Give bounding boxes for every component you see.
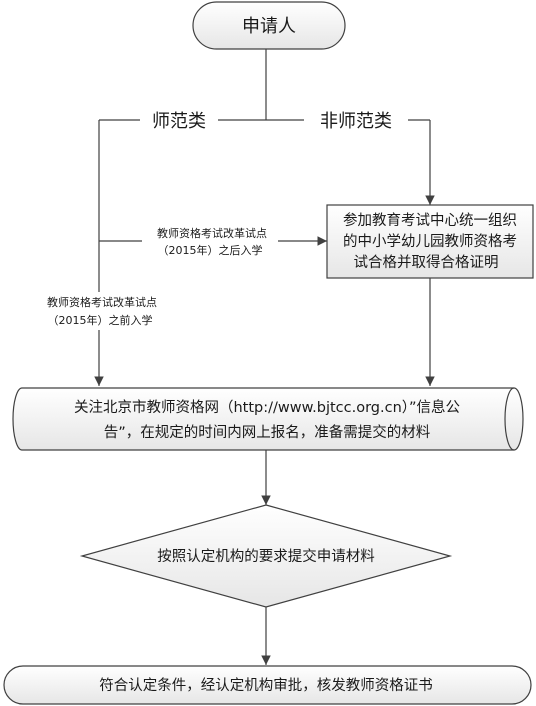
after-pilot-note: 教师资格考试改革试点 （2015年）之后入学 bbox=[142, 222, 278, 260]
final-label: 符合认定条件，经认定机构审批，核发教师资格证书 bbox=[99, 677, 433, 694]
exam-line3: 试合格并取得合格证明 bbox=[354, 254, 499, 271]
exam-process-box: 参加教育考试中心统一组织 的中小学幼儿园教师资格考 试合格并取得合格证明 bbox=[326, 204, 534, 279]
notice-line2: 告”，在规定的时间内网上报名，准备需提交的材料 bbox=[104, 423, 431, 441]
applicant-node: 申请人 bbox=[192, 1, 346, 50]
before-pilot-line2: （2015年）之前入学 bbox=[48, 313, 153, 327]
branch-normal-label: 师范类 bbox=[152, 111, 206, 132]
decision-label: 按照认定机构的要求提交申请材料 bbox=[157, 547, 375, 565]
exam-line1: 参加教育考试中心统一组织 bbox=[343, 212, 517, 229]
before-pilot-line1: 教师资格考试改革试点 bbox=[47, 295, 157, 309]
notice-box: 关注北京市教师资格网（http://www.bjtcc.org.cn）”信息公 … bbox=[12, 387, 524, 451]
after-pilot-line1: 教师资格考试改革试点 bbox=[157, 226, 267, 240]
applicant-label: 申请人 bbox=[242, 16, 296, 37]
exam-line2: 的中小学幼儿园教师资格考 bbox=[343, 233, 517, 250]
notice-line1: 关注北京市教师资格网（http://www.bjtcc.org.cn）”信息公 bbox=[74, 399, 460, 416]
after-pilot-line2: （2015年）之后入学 bbox=[158, 243, 263, 257]
decision-diamond: 按照认定机构的要求提交申请材料 bbox=[79, 504, 453, 608]
branch-non-normal-label: 非师范类 bbox=[320, 111, 392, 132]
final-node: 符合认定条件，经认定机构审批，核发教师资格证书 bbox=[3, 665, 532, 705]
before-pilot-note: 教师资格考试改革试点 （2015年）之前入学 bbox=[34, 292, 170, 330]
